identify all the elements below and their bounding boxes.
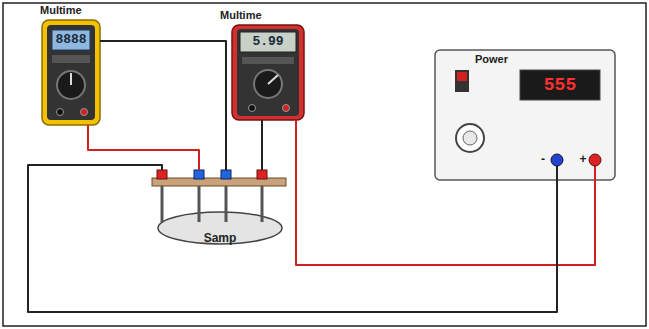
device-label: Multime [220,9,280,21]
display-reading: 8888 [52,30,90,50]
multimeter-body [232,25,304,120]
lcd-display [240,32,296,52]
multimeter: Multime5.99 [232,25,304,120]
rotary-knob [57,71,85,99]
multimeter: Multime8888 [42,20,100,125]
sample: Samp [150,170,290,250]
wire [100,41,226,170]
probe-clip [221,170,231,179]
v-jack [283,105,290,112]
negative-terminal [551,154,563,166]
terminal-lead [556,166,558,180]
com-jack [57,109,64,116]
wire-path [261,120,263,170]
multimeter-body [42,20,100,125]
led-display [520,70,600,100]
com-jack [249,105,256,112]
multimeter-face [237,29,299,116]
rotary-knob [254,70,282,98]
power-switch [455,70,469,92]
wire [296,120,595,265]
lcd-display [52,30,90,50]
power-supply-body [435,50,615,180]
display-reading: 5.99 [240,32,296,52]
wire [262,120,263,170]
adjust-knob [456,124,484,152]
wire [88,125,199,170]
wire-path [296,120,595,265]
positive-terminal [589,154,601,166]
power-supply: Power 555 - + [435,50,615,180]
device-label: Power [475,53,535,65]
v-jack [81,109,88,116]
probe-clip [257,170,267,179]
multimeter-face [47,25,95,120]
device-label: Multime [40,4,100,16]
button-row [52,55,90,63]
display-reading: 555 [520,70,600,100]
switch-lamp [457,72,467,81]
wire-path [88,125,199,170]
probe-clip [194,170,204,179]
sample-label: Samp [190,231,250,245]
knob-cap [463,131,477,145]
frame [3,3,646,326]
terminal-lead [594,166,596,180]
knob-pointer [70,73,72,85]
probe-clip [157,170,167,179]
wire-path [28,165,557,312]
polarity-sign: + [578,152,588,166]
polarity-sign: - [538,152,548,166]
button-row [242,57,294,64]
wire [28,165,557,312]
knob-pointer [268,75,278,84]
wire-path [100,41,226,170]
